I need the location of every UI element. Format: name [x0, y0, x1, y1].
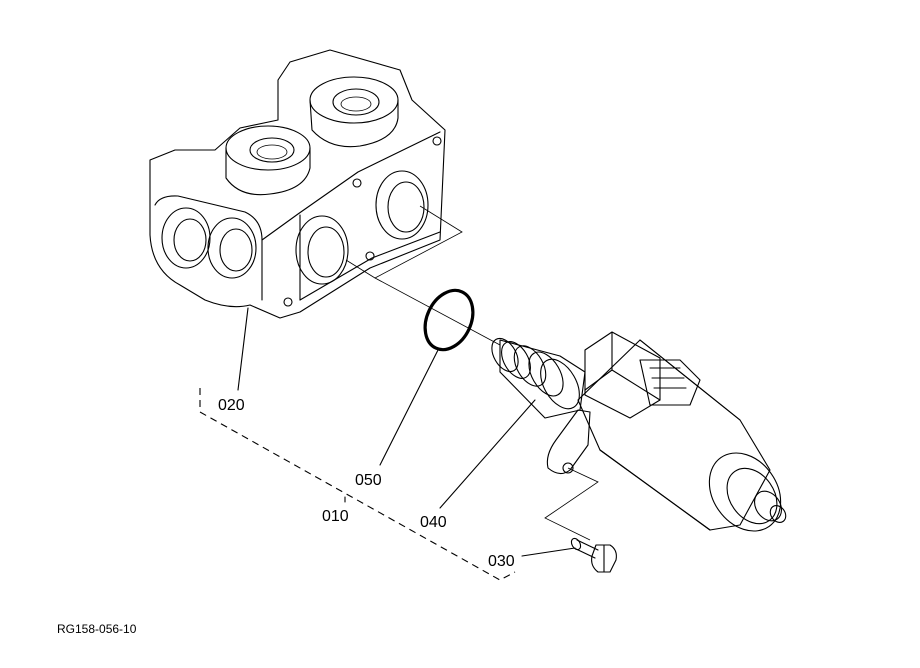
- label-050: 050: [355, 472, 382, 489]
- figure-code: RG158-056-10: [57, 622, 137, 636]
- bolt-part-030[interactable]: [570, 537, 617, 573]
- leader-line-020: [237, 307, 249, 391]
- label-030: 030: [488, 553, 515, 570]
- leader-line-040: [439, 399, 536, 509]
- label-020: 020: [218, 397, 245, 414]
- bolt-projection-line: [544, 467, 599, 541]
- assembly-center-line: [374, 277, 501, 346]
- assembly-bracket-010: [199, 388, 516, 581]
- valve-body-part-020[interactable]: [149, 49, 463, 319]
- label-040: 040: [420, 514, 447, 531]
- o-ring-part-050[interactable]: [416, 283, 482, 358]
- label-010: 010: [322, 508, 349, 525]
- leader-line-030: [521, 547, 576, 557]
- solenoid-valve-part-040[interactable]: [486, 331, 795, 545]
- leader-line-050: [379, 349, 439, 466]
